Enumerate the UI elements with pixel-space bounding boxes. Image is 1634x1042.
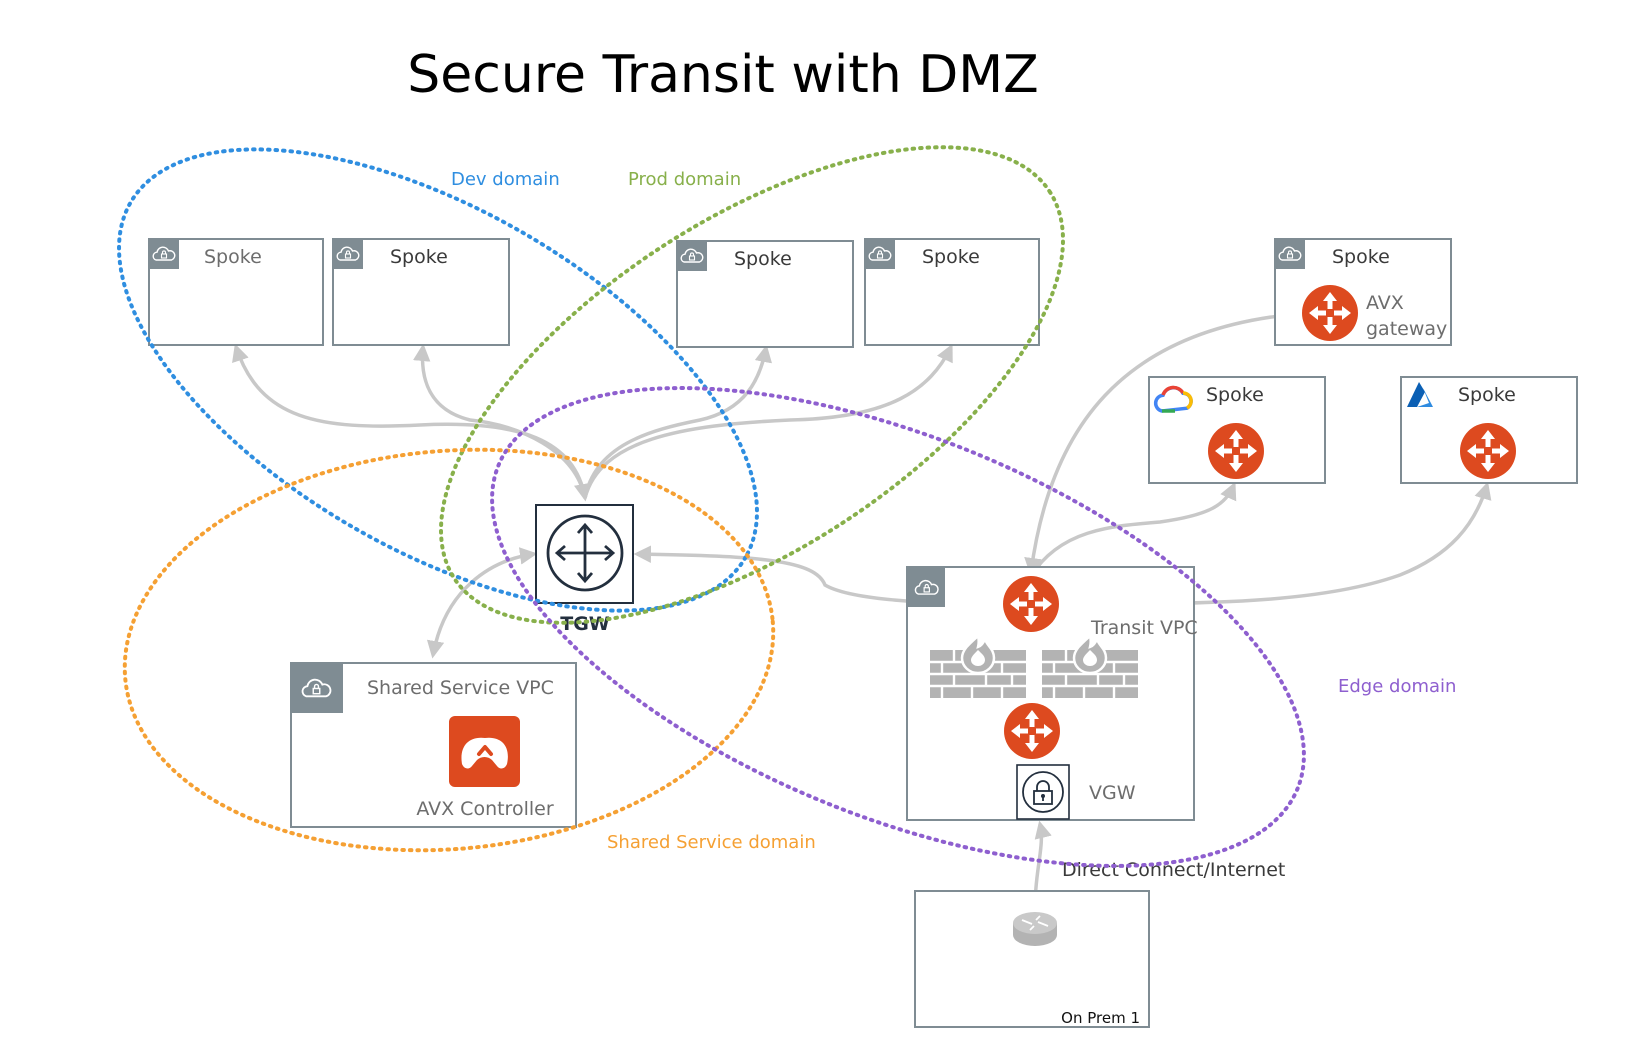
spoke-label: Spoke xyxy=(734,248,792,270)
egress-router-icon xyxy=(1004,703,1060,759)
spoke-label: Spoke xyxy=(1206,384,1264,406)
vpc-lock-icon xyxy=(914,579,939,595)
spoke-label: Spoke xyxy=(390,246,448,268)
edge-domain-boundary xyxy=(490,386,1306,868)
direct-connect-label: Direct Connect/Internet xyxy=(1062,859,1285,881)
spoke-prod-2: Spoke xyxy=(864,238,1040,346)
vpc-lock-icon xyxy=(148,238,180,270)
vpc-lock-icon xyxy=(1274,238,1306,270)
spoke-label: Spoke xyxy=(922,246,980,268)
spoke-label: Spoke xyxy=(204,246,262,268)
avx-gateway-label-line-2: gateway xyxy=(1366,318,1447,340)
prod-domain-label: Prod domain xyxy=(628,169,741,190)
connector-transit-gcp-spoke xyxy=(1029,481,1237,579)
avx-gateway-router-icon xyxy=(1302,285,1358,341)
connector-tgw-dev-spoke-2 xyxy=(413,343,587,499)
spoke-gcp: Spoke xyxy=(1148,376,1326,484)
avx-gateway-label-line-1: AVX xyxy=(1366,292,1404,314)
domain-boundaries xyxy=(117,145,1306,868)
on-prem-site: On Prem 1 xyxy=(914,890,1150,1028)
connector-tgw-prod-spoke-1 xyxy=(583,344,773,499)
router-icon xyxy=(1460,423,1516,479)
shared-service-vpc: Shared Service VPC AVX Controller xyxy=(290,662,577,828)
vgw-label: VGW xyxy=(1089,782,1136,804)
transit-vpc-label: Transit VPC xyxy=(1090,617,1198,639)
on-prem-router-icon xyxy=(1013,912,1057,946)
spoke-label: Spoke xyxy=(1458,384,1516,406)
shared-service-domain-label: Shared Service domain xyxy=(607,832,816,853)
spoke-dev-1: Spoke xyxy=(148,238,324,346)
spoke-avx: Spoke AVX gateway xyxy=(1274,238,1452,346)
transit-gateway-icon xyxy=(546,514,624,592)
vpc-lock-icon xyxy=(864,238,896,270)
spoke-azure: Spoke xyxy=(1400,376,1578,484)
spoke-prod-1: Spoke xyxy=(676,240,854,348)
dev-domain-label: Dev domain xyxy=(451,169,560,190)
dev-domain-boundary xyxy=(117,147,759,613)
avx-controller-icon xyxy=(449,716,520,787)
page-title: Secure Transit with DMZ xyxy=(407,45,1038,105)
vpc-lock-icon xyxy=(676,240,708,272)
edge-domain-label: Edge domain xyxy=(1338,676,1456,697)
spoke-label: Spoke xyxy=(1332,246,1390,268)
connector-tgw-dev-spoke-1 xyxy=(232,343,592,502)
transit-gateway-router-icon xyxy=(1003,576,1059,632)
vgw-lock-icon xyxy=(1016,764,1070,820)
transit-vpc: Transit VPC VGW xyxy=(906,566,1198,821)
vpc-lock-icon xyxy=(301,678,332,698)
tgw: TGW xyxy=(535,504,634,635)
shared-service-vpc-label: Shared Service VPC xyxy=(367,677,554,699)
avx-controller-label: AVX Controller xyxy=(416,798,553,820)
vpc-lock-icon xyxy=(332,238,364,270)
tgw-label: TGW xyxy=(560,613,610,635)
prod-domain-boundary xyxy=(439,145,1065,625)
router-icon xyxy=(1208,423,1264,479)
shared-service-domain-boundary xyxy=(122,447,776,853)
azure-icon xyxy=(1407,382,1433,407)
spoke-dev-2: Spoke xyxy=(332,238,510,346)
on-prem-label: On Prem 1 xyxy=(1061,1009,1140,1027)
google-cloud-icon xyxy=(1153,385,1193,413)
connector-tgw-prod-spoke-2 xyxy=(583,343,953,499)
